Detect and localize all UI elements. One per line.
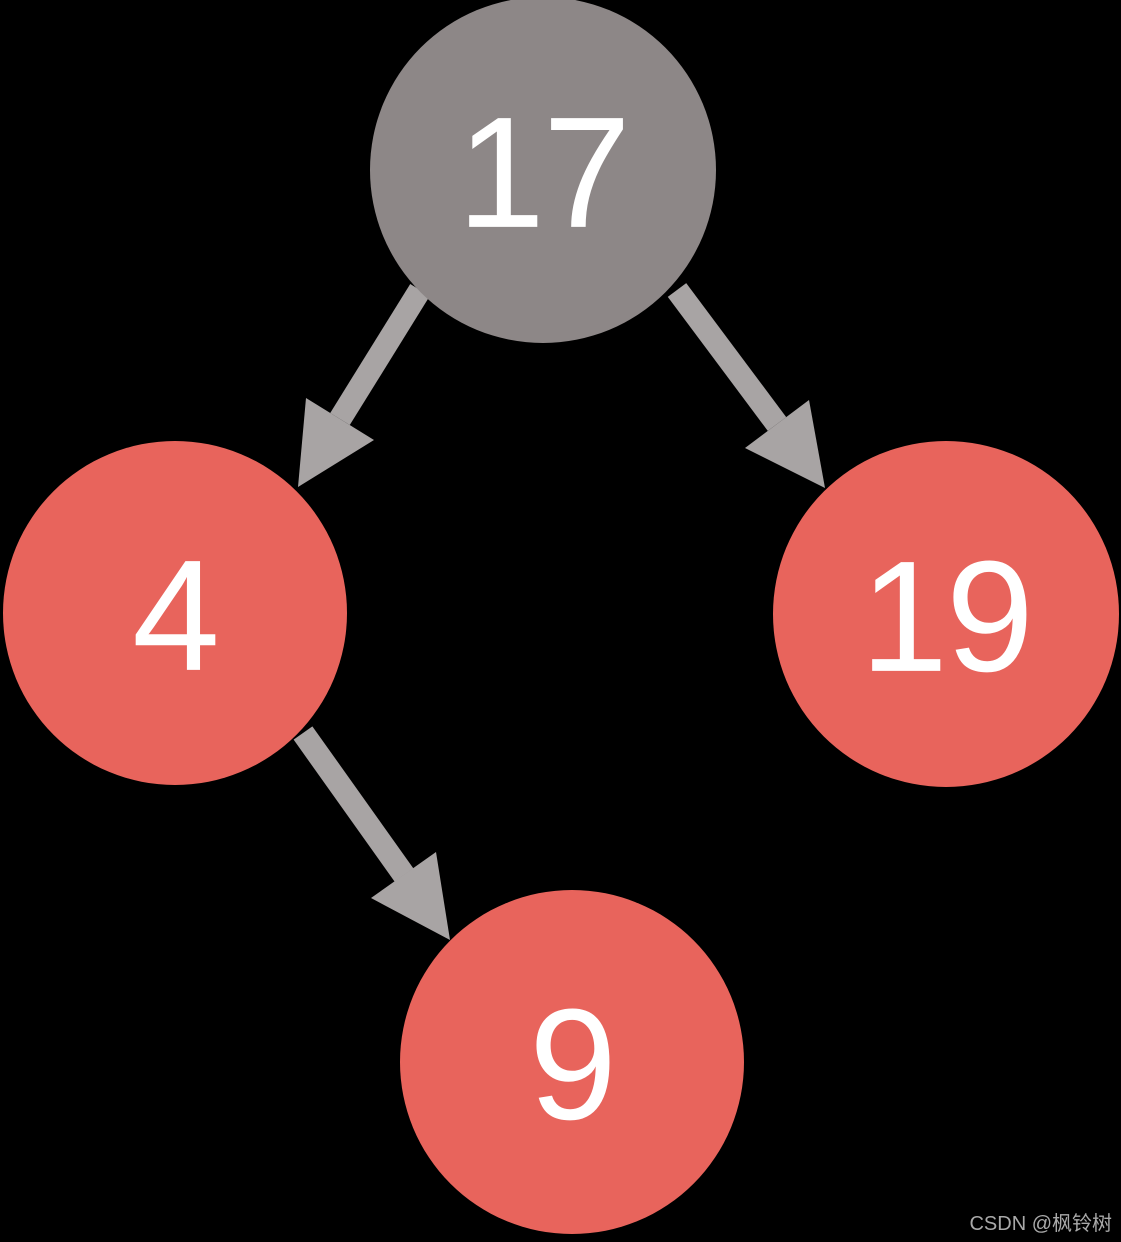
tree-node-left-grandchild-circle [400,890,744,1234]
edge-17-to-19-shaft [667,283,787,431]
tree-node-right-child: 19 [773,441,1119,787]
edge-4-to-9-shaft [293,726,414,882]
watermark-text: CSDN @枫铃树 [969,1212,1112,1235]
tree-node-left-child: 4 [3,441,347,785]
tree-node-root: 17 [370,0,716,343]
tree-node-root-circle [370,0,716,343]
tree-node-left-grandchild-label: 9 [529,977,615,1153]
tree-node-left-child-circle [3,441,347,785]
edge-17-to-4-arrowhead-icon [298,398,374,487]
tree-node-left-grandchild: 9 [400,890,744,1234]
tree-node-left-child-label: 4 [132,528,218,704]
edge-17-to-19-arrowhead-icon [745,400,825,488]
tree-node-right-child-label: 19 [860,529,1032,705]
edge-17-to-19 [667,283,825,488]
edge-4-to-9-arrowhead-icon [371,852,450,940]
tree-node-right-child-circle [773,441,1119,787]
edge-17-to-4-shaft [330,283,430,426]
edge-4-to-9 [293,726,450,940]
edge-17-to-4 [298,283,430,487]
tree-node-root-label: 17 [457,85,629,261]
